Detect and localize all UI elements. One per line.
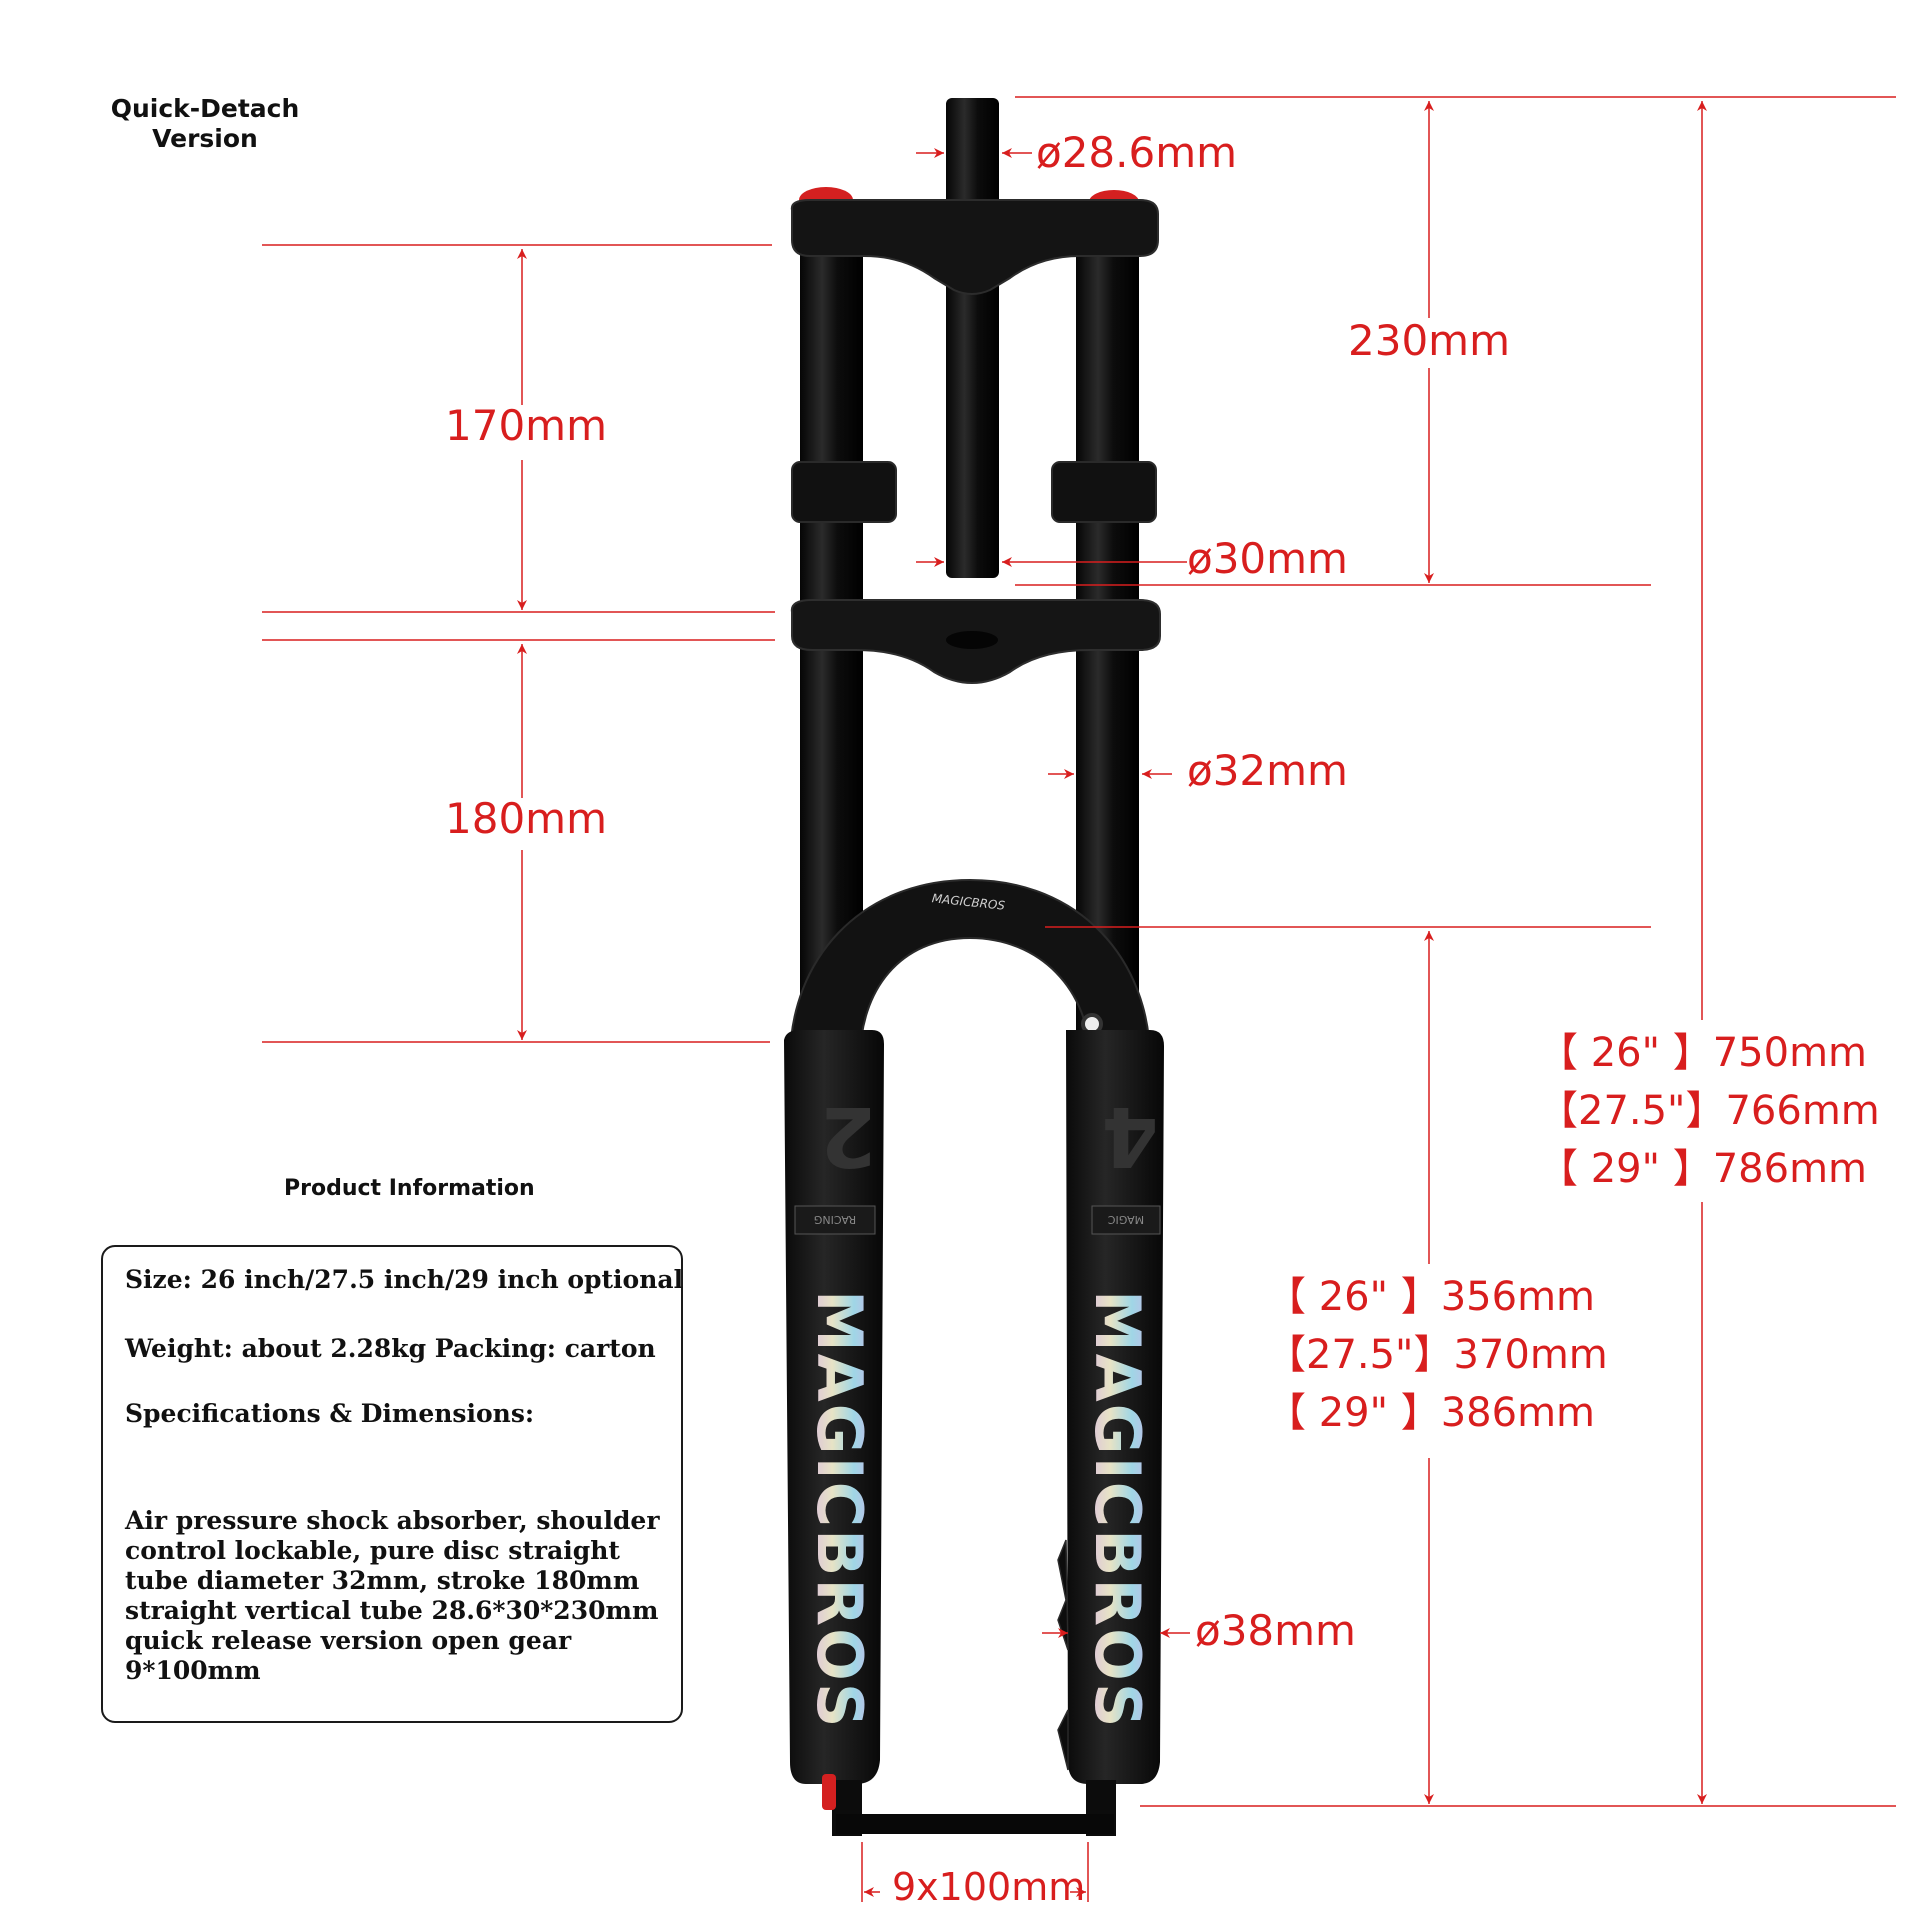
- product-weight-packing: Weight: about 2.28kg Packing: carton: [125, 1334, 656, 1363]
- product-description: Air pressure shock absorber, shoulder co…: [125, 1506, 660, 1685]
- right-leg-decals: 4 MAGIC MAGICBROS: [1081, 1088, 1161, 1730]
- right-leg-magic: MAGIC: [1108, 1213, 1145, 1226]
- label-axle: 9x100mm: [892, 1865, 1086, 1909]
- lower-length-26: 【 26" 】356mm: [1266, 1268, 1608, 1326]
- left-leg-band: [794, 1205, 876, 1235]
- overall-length-block: 【 26" 】750mm 【27.5"】766mm 【 29" 】786mm: [1538, 1020, 1880, 1202]
- label-crown-spacing: 170mm: [445, 401, 607, 450]
- label-steerer-length: 230mm: [1348, 316, 1510, 365]
- lower-value-29: 386mm: [1440, 1390, 1596, 1436]
- lower-length-block: 【 26" 】356mm 【27.5"】370mm 【 29" 】386mm: [1266, 1264, 1608, 1446]
- overall-value-29: 786mm: [1712, 1146, 1868, 1192]
- label-lower-leg-diameter: ø38mm: [1195, 1606, 1356, 1655]
- version-label-line2: Version: [152, 124, 258, 153]
- product-info-box: Size: 26 inch/27.5 inch/29 inch optional…: [101, 1245, 683, 1723]
- overall-size-29: 【 29" 】: [1538, 1146, 1713, 1192]
- lower-size-29: 【 29" 】: [1266, 1390, 1441, 1436]
- lower-length-29: 【 29" 】386mm: [1266, 1384, 1608, 1442]
- steerer-tube: [946, 98, 999, 578]
- lower-size-26: 【 26" 】: [1266, 1274, 1441, 1320]
- version-label: Quick-Detach Version: [100, 94, 310, 154]
- right-leg-number: 4: [1101, 1088, 1158, 1183]
- version-label-line1: Quick-Detach: [110, 94, 300, 123]
- label-steerer-top-diameter: ø28.6mm: [1036, 128, 1238, 177]
- overall-size-27-5: 【27.5"】: [1538, 1088, 1726, 1134]
- right-leg-band: [1091, 1205, 1161, 1235]
- left-leg-brand: MAGICBROS: [803, 1290, 876, 1730]
- label-steerer-bottom-diameter: ø30mm: [1187, 534, 1348, 583]
- overall-length-27-5: 【27.5"】766mm: [1538, 1082, 1880, 1140]
- axle: [836, 1814, 1114, 1834]
- lower-crown-bore: [946, 631, 998, 649]
- quick-release-lever: [822, 1774, 836, 1810]
- product-info-heading: Product Information: [284, 1176, 535, 1201]
- left-leg-racing: RACING: [814, 1213, 856, 1226]
- fork-illustration: MAGICBROS 2 RACING MAGICBROS 4 MAGIC MAG…: [784, 98, 1164, 1836]
- right-leg-brand: MAGICBROS: [1081, 1290, 1154, 1730]
- upper-crown: [790, 199, 1159, 295]
- right-bumper: [1051, 461, 1157, 523]
- overall-value-26: 750mm: [1712, 1030, 1868, 1076]
- overall-size-26: 【 26" 】: [1538, 1030, 1713, 1076]
- lower-size-27-5: 【27.5"】: [1266, 1332, 1454, 1378]
- lower-value-26: 356mm: [1440, 1274, 1596, 1320]
- overall-length-26: 【 26" 】750mm: [1538, 1024, 1880, 1082]
- label-stanchion-diameter: ø32mm: [1187, 746, 1348, 795]
- left-leg-decals: 2 RACING MAGICBROS: [794, 1088, 877, 1730]
- lower-value-27-5: 370mm: [1453, 1332, 1608, 1378]
- lower-length-27-5: 【27.5"】370mm: [1266, 1326, 1608, 1384]
- overall-value-27-5: 766mm: [1725, 1088, 1880, 1134]
- product-size: Size: 26 inch/27.5 inch/29 inch optional: [125, 1265, 684, 1294]
- left-bumper: [791, 461, 897, 523]
- overall-length-29: 【 29" 】786mm: [1538, 1140, 1880, 1198]
- specs-heading: Specifications & Dimensions:: [125, 1399, 535, 1428]
- dimension-lines: [262, 96, 1896, 1902]
- label-stanchion-exposed: 180mm: [445, 794, 607, 843]
- left-leg-number: 2: [819, 1088, 876, 1183]
- brake-mount-lower: [1057, 1709, 1069, 1771]
